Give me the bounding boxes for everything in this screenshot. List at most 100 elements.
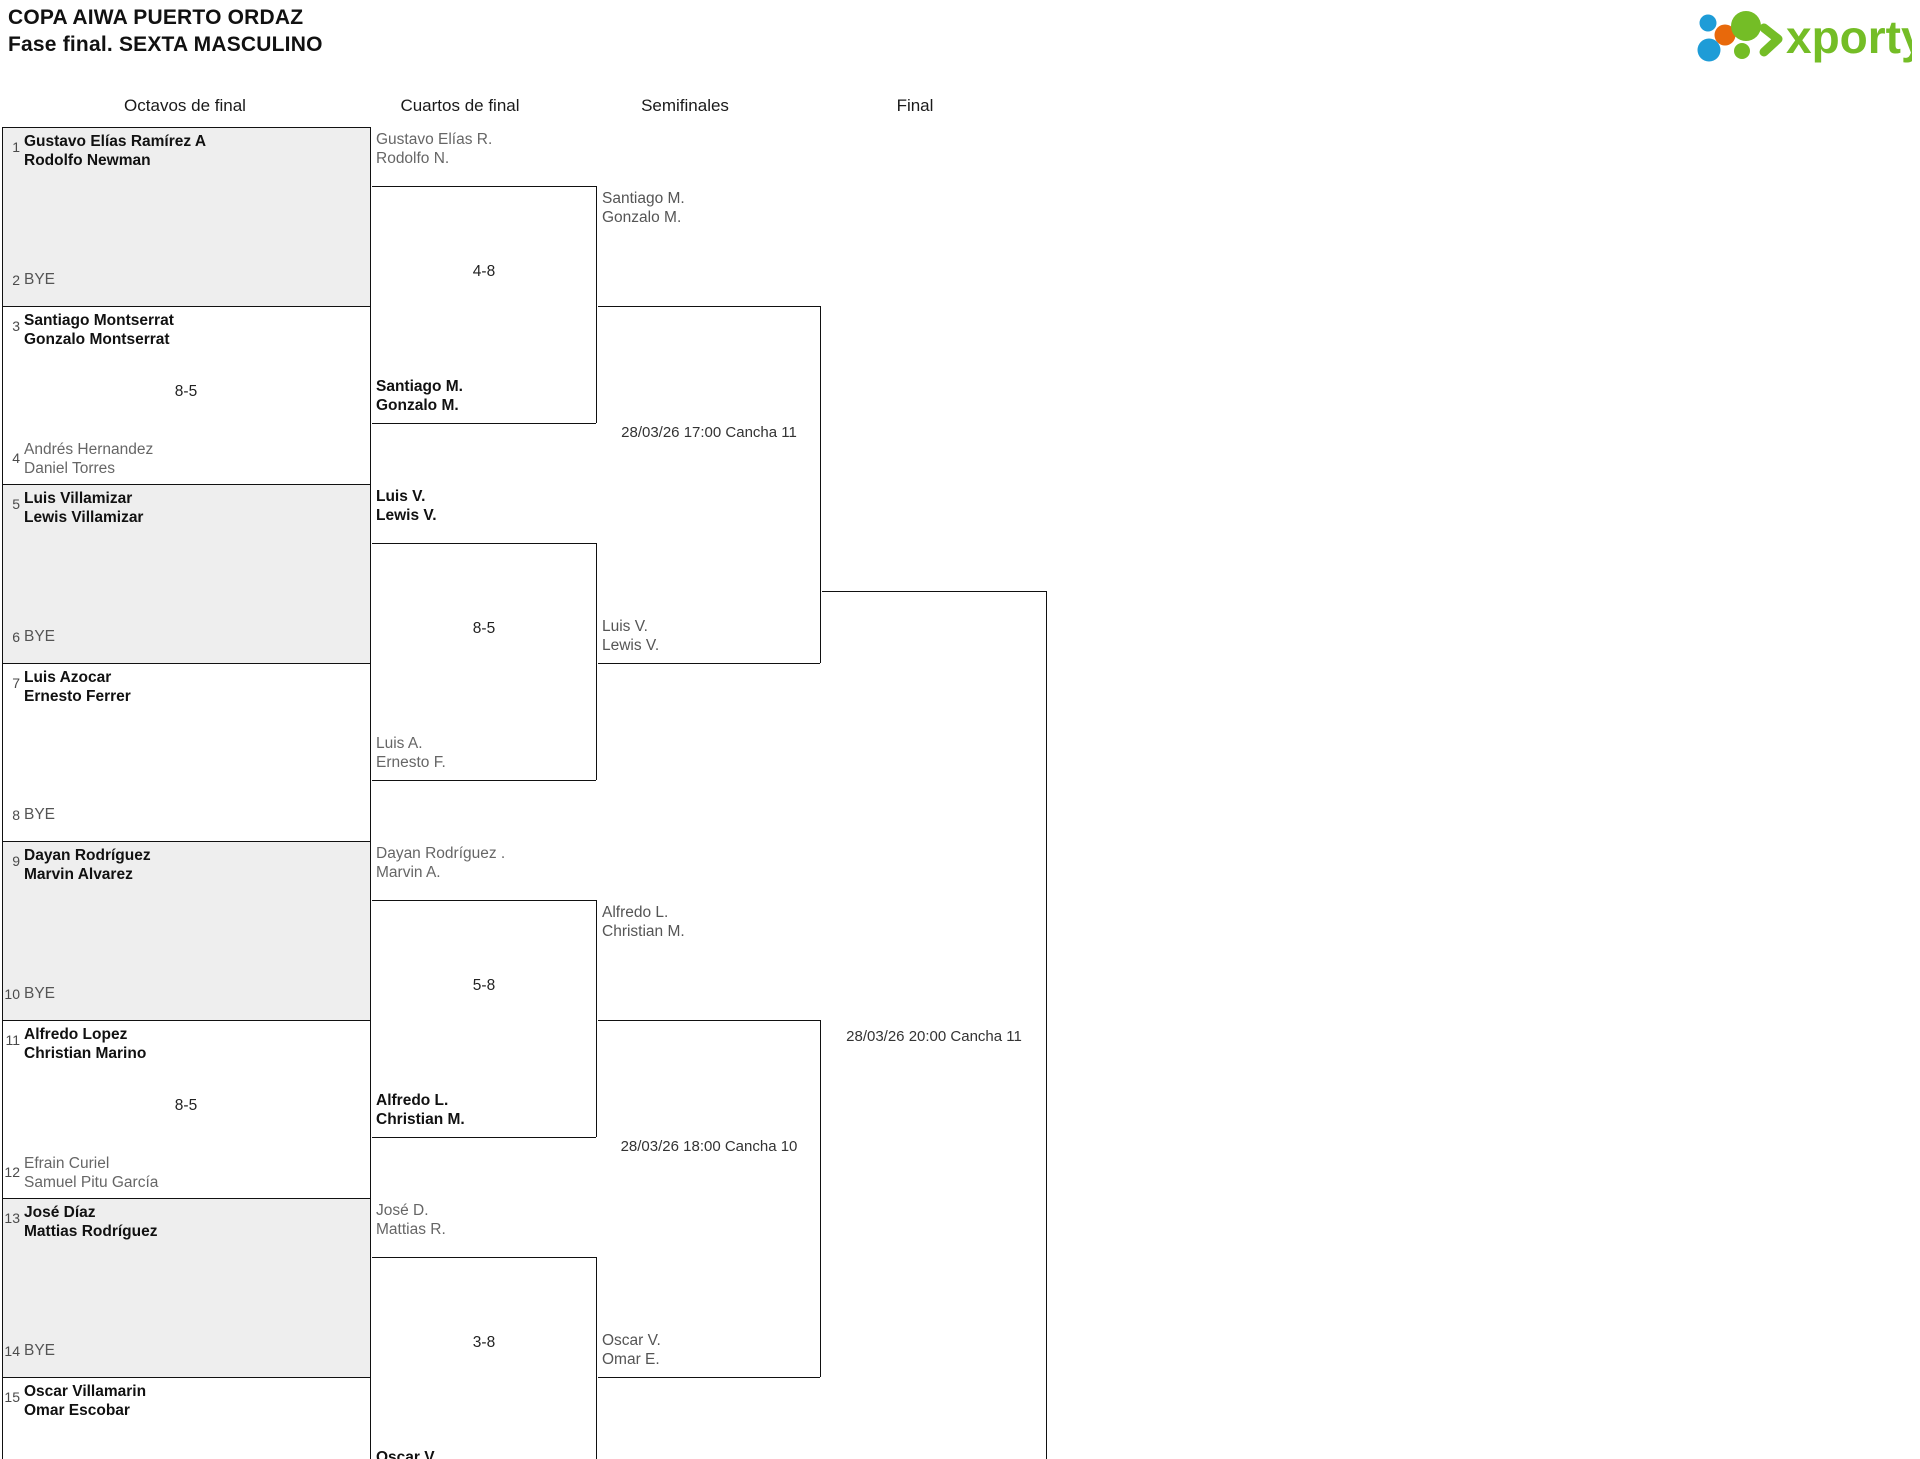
r16-right-edge — [370, 841, 371, 1020]
match-score: 8-5 — [174, 382, 198, 400]
player-name-line1: Luis A. — [376, 735, 423, 753]
logo-chevron — [1759, 23, 1783, 57]
player-name-line2: Lewis V. — [376, 507, 437, 524]
r16-block-shade — [2, 484, 370, 663]
match-schedule: 28/03/26 17:00 Cancha 11 — [621, 424, 797, 441]
r16-divider — [2, 127, 370, 128]
seed-number: 12 — [4, 1164, 20, 1180]
player-name-line2: Mattias Rodríguez — [24, 1223, 158, 1240]
player-name-line2: Gonzalo M. — [602, 209, 682, 226]
player-name-line1: Santiago M. — [602, 190, 685, 207]
seed-number: 2 — [12, 271, 20, 288]
sf-team-bottom[interactable]: Oscar V.Omar E. — [602, 1331, 661, 1369]
qf-team-top[interactable]: Gustavo Elías R.Rodolfo N. — [376, 130, 492, 168]
round-header-octavos: Octavos de final — [124, 96, 246, 115]
r16-right-edge — [370, 662, 371, 841]
qf-team-top[interactable]: Luis V.Lewis V. — [376, 487, 437, 525]
sf-box-bottom — [598, 1376, 820, 1378]
player-name-line1: Gustavo Elías R. — [376, 131, 493, 148]
seed-number: 15 — [4, 1388, 20, 1405]
round-header-cuartos: Cuartos de final — [400, 96, 520, 115]
sf-team-top[interactable]: Santiago M. Gonzalo M. — [602, 189, 685, 227]
qf-team-top[interactable]: José D.Mattias R. — [376, 1201, 446, 1239]
logo-dot-blue-bottom — [1697, 38, 1721, 62]
player-name-line2: Christian Marino — [24, 1044, 147, 1062]
sf-team-bottom[interactable]: Luis V.Lewis V. — [602, 617, 659, 655]
qf-team-bottom[interactable]: Oscar V.Omar E. — [376, 1448, 437, 1459]
qf-box-top — [372, 542, 596, 544]
sf-team-top[interactable]: Alfredo L.Christian M. — [602, 903, 685, 941]
r16-left-edge — [2, 1019, 3, 1198]
player-name-line1: Alfredo L. — [602, 904, 669, 921]
qf-team-top[interactable]: Dayan Rodríguez .Marvin A. — [376, 844, 505, 882]
sf-box-top — [598, 1019, 820, 1021]
tournament-name: COPA AIWA PUERTO ORDAZ — [8, 6, 304, 29]
r16-divider — [2, 841, 370, 842]
logo-dot-green-small — [1734, 43, 1750, 59]
qf-team-bottom[interactable]: Luis A.Ernesto F. — [376, 734, 446, 772]
tournament-title: COPA AIWA PUERTO ORDAZ Fase final. SEXTA… — [8, 4, 323, 58]
match-score: 8-5 — [174, 1096, 198, 1114]
qf-box-top — [372, 899, 596, 901]
player-name-line1: Santiago M. — [376, 378, 463, 396]
logo-dot-green-large — [1731, 11, 1761, 41]
sf-box-top — [598, 305, 820, 307]
final-box-right — [1046, 591, 1047, 1459]
player-name-line1: Oscar Villamarin — [24, 1382, 147, 1400]
qf-team-bottom[interactable]: Santiago M.Gonzalo M. — [376, 377, 463, 415]
seed-number: 4 — [12, 450, 20, 466]
round-header-final: Final — [896, 96, 934, 115]
final-schedule: 28/03/26 20:00 Cancha 11 — [846, 1027, 1022, 1045]
seed-number: 11 — [5, 1031, 20, 1048]
player-name-line2: Samuel Pitu García — [24, 1174, 159, 1191]
qf-team-bottom[interactable]: Alfredo L.Christian M. — [376, 1091, 465, 1129]
player-name-line2: Marvin A. — [376, 864, 441, 881]
round-header-semifinales: Semifinales — [641, 96, 729, 115]
qf-box-right — [596, 1256, 597, 1459]
r16-left-edge — [2, 484, 3, 663]
player-name-line1: Oscar V. — [602, 1331, 661, 1349]
r16-left-edge — [2, 841, 3, 1020]
r16-divider — [2, 484, 370, 485]
r16-left-edge — [2, 662, 3, 841]
player-name-line2: Lewis V. — [602, 636, 660, 654]
player-name-line2: Daniel Torres — [24, 460, 116, 477]
bye-label: BYE — [24, 270, 56, 288]
seed-number: 8 — [12, 807, 20, 823]
match-score: 8-5 — [472, 619, 496, 637]
r16-divider — [2, 1019, 370, 1021]
match-score: 4-8 — [472, 262, 496, 280]
match-schedule: 28/03/26 18:00 Cancha 10 — [620, 1138, 798, 1155]
seed-number: 3 — [12, 317, 20, 334]
bye-label: BYE — [24, 984, 56, 1002]
xporty-logo[interactable]: xporty — [1694, 8, 1912, 64]
player-name-line1: Alfredo Lopez — [24, 1025, 128, 1043]
player-name-line1: Luis V. — [602, 617, 648, 635]
player-name-line1: Andrés Hernandez — [24, 441, 154, 458]
r16-divider — [2, 305, 370, 307]
player-name-line1: Oscar V. — [376, 1449, 438, 1459]
r16-right-edge — [370, 305, 371, 484]
r16-left-edge — [2, 127, 3, 306]
bye-label: BYE — [24, 1341, 56, 1359]
seed-number: 7 — [12, 674, 20, 691]
r16-right-edge — [370, 1376, 371, 1459]
seed-number: 6 — [12, 628, 20, 645]
player-name-line2: Marvin Alvarez — [24, 866, 133, 883]
r16-block-shade — [2, 1198, 370, 1377]
qf-box-right — [596, 899, 597, 1138]
player-name-line2: Ernesto F. — [376, 754, 446, 772]
seed-number: 14 — [4, 1342, 20, 1359]
qf-box-bottom — [372, 423, 596, 425]
player-name-line1: Luis Villamizar — [24, 490, 133, 507]
